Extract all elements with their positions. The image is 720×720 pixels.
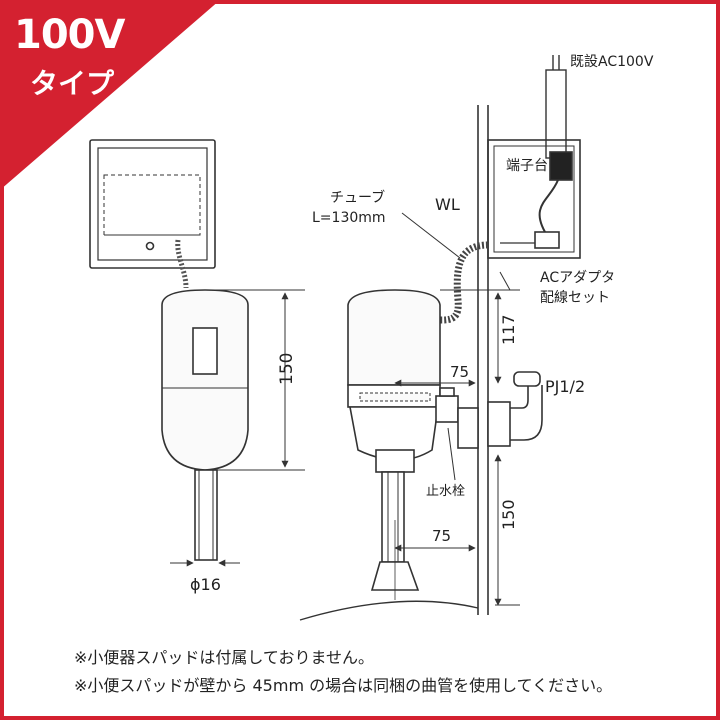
corrugated-tube — [439, 241, 489, 324]
stop-valve-label: 止水栓 — [426, 484, 465, 499]
wl-label: WL — [435, 195, 460, 214]
left-height-label: 150 — [277, 353, 297, 385]
ac-adapter-label-1: ACアダプタ — [540, 270, 615, 286]
existing-power-label: 既設AC100V — [570, 54, 654, 70]
badge-type: タイプ — [30, 67, 115, 100]
lower-height-label: 150 — [499, 499, 518, 530]
pipe-thread-label: PJ1/2 — [545, 377, 585, 396]
power-cable — [545, 55, 567, 159]
stop-valve — [435, 371, 543, 449]
note-line-2: ※小便スパッドが壁から 45mm の場合は同梱の曲管を使用してください。 — [74, 676, 613, 695]
right-dimension-lines — [394, 289, 520, 606]
ac-adapter-label-2: 配線セット — [540, 290, 610, 306]
upper-offset-label: 75 — [450, 363, 469, 381]
lower-offset-label: 75 — [432, 527, 451, 545]
terminal-block-label: 端子台 — [506, 158, 548, 174]
left-control-box — [89, 139, 216, 269]
left-hose — [175, 239, 189, 289]
right-flush-valve — [347, 289, 441, 591]
tube-name-label: チューブ — [330, 189, 385, 206]
terminal-box — [487, 139, 581, 259]
left-flush-valve — [161, 289, 249, 561]
left-dimension-lines — [170, 289, 305, 567]
pipe-diameter-label: ϕ16 — [190, 575, 221, 594]
note-line-1: ※小便器スパッドは付属しておりません。 — [74, 648, 374, 667]
tube-length-label: L=130mm — [312, 210, 386, 226]
upper-height-label: 117 — [499, 314, 518, 345]
badge-voltage: 100V — [14, 12, 125, 58]
leader-lines — [401, 212, 511, 481]
